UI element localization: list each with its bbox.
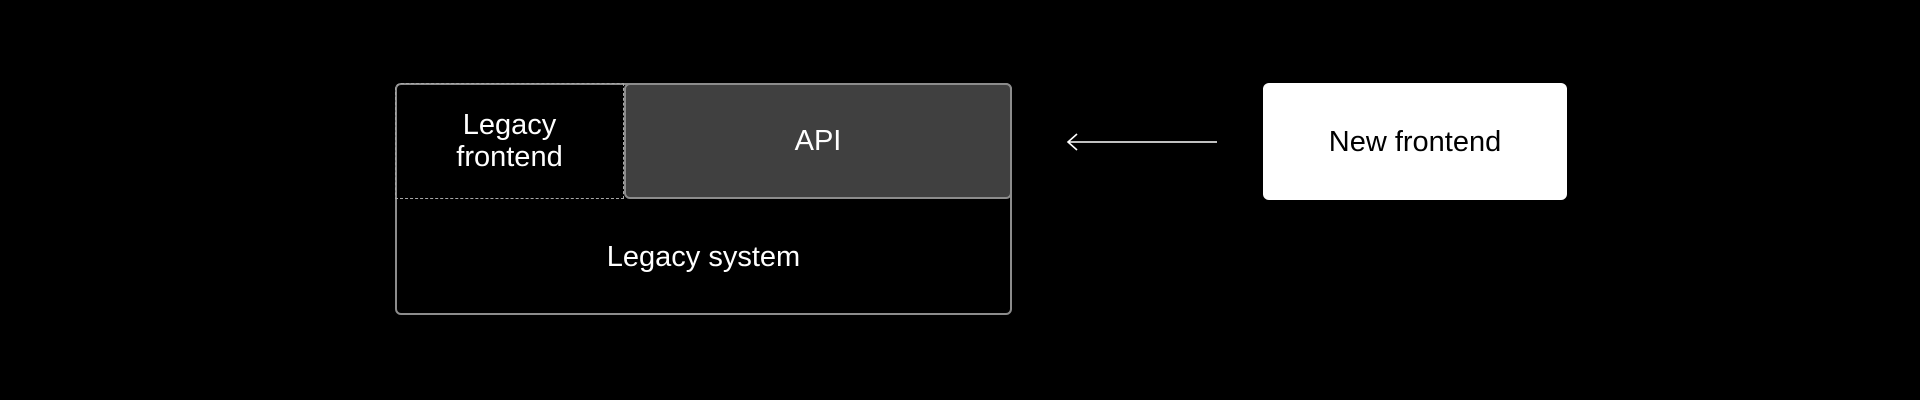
- legacy-frontend-box: Legacy frontend: [395, 83, 624, 199]
- new-frontend-label: New frontend: [1328, 125, 1502, 158]
- left-arrow-icon: [1066, 133, 1217, 151]
- legacy-system-label: Legacy system: [606, 241, 801, 273]
- legacy-frontend-label: Legacy frontend: [456, 109, 563, 173]
- arrow-head: [1066, 133, 1078, 151]
- api-label: API: [794, 125, 842, 157]
- legacy-system-label-area: Legacy system: [395, 199, 1012, 315]
- new-frontend-box: New frontend: [1263, 83, 1567, 200]
- api-box: API: [624, 83, 1012, 199]
